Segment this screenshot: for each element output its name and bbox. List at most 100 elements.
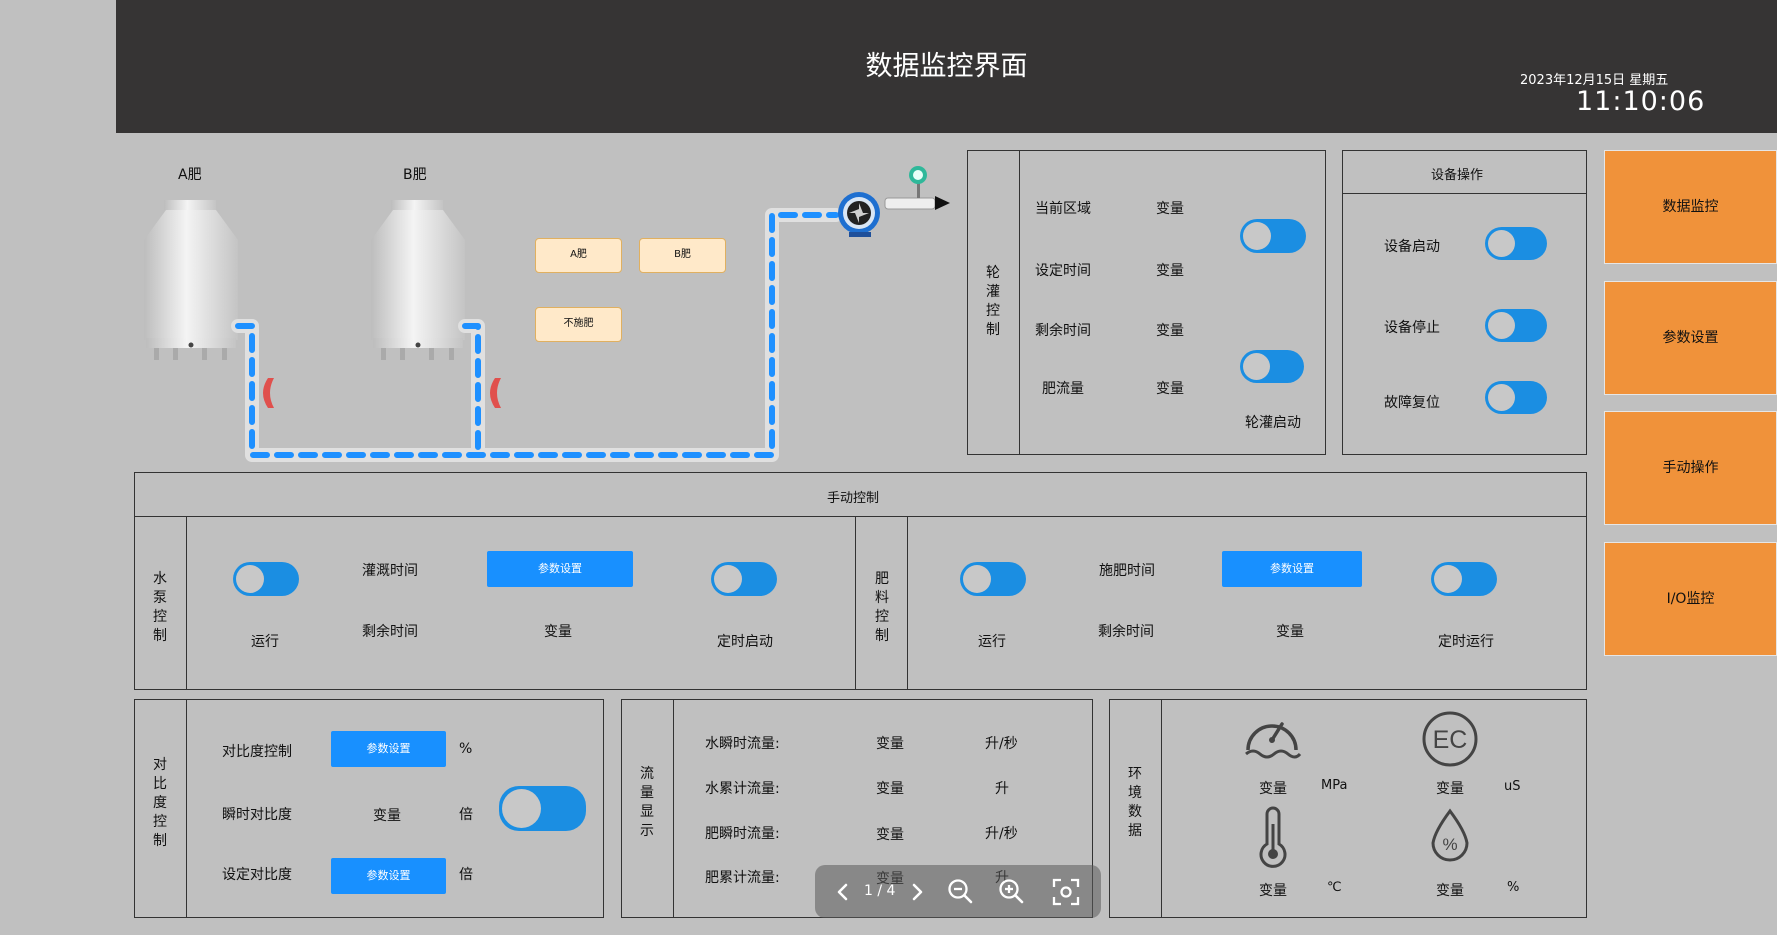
instant-contrast-label: 瞬时对比度 [222,807,292,823]
set-contrast-unit: 倍 [459,867,473,883]
pump-side-label: 水泵控制 [153,571,167,644]
device-stop-toggle[interactable] [1485,309,1547,342]
zoom-in-icon[interactable] [997,877,1027,907]
irrigation-row-label: 当前区域 [1035,201,1091,217]
valve-b-icon [490,378,501,408]
fault-reset-label: 故障复位 [1384,395,1440,411]
fert-remaining-label: 剩余时间 [1098,624,1154,640]
fert-run-toggle[interactable] [960,562,1026,596]
pump-icon [838,192,880,237]
pump-param-button[interactable]: 参数设置 [487,551,633,587]
device-panel-title: 设备操作 [1431,168,1484,183]
pump-remaining-label: 剩余时间 [362,624,418,640]
irrigation-start-toggle[interactable] [1240,350,1304,383]
set-contrast-button[interactable]: 参数设置 [331,858,446,894]
nav-param-settings[interactable]: 参数设置 [1604,281,1777,395]
fault-reset-toggle[interactable] [1485,381,1547,414]
tag-a-fert[interactable]: A肥 [535,238,622,273]
time-display: 11:10:06 [1576,86,1706,117]
pressure-unit: MPa [1321,778,1348,793]
irrigation-row-value: 变量 [1156,263,1184,279]
fert-param-button[interactable]: 参数设置 [1222,551,1362,587]
ec-icon-text: EC [1433,726,1468,754]
fit-screen-icon[interactable] [1051,877,1081,907]
device-start-label: 设备启动 [1384,239,1440,255]
manual-control-panel [134,472,1587,690]
zoom-out-icon[interactable] [946,877,976,907]
instant-contrast-unit: 倍 [459,807,473,823]
flow-row-value: 变量 [876,827,904,843]
nav-manual-operation[interactable]: 手动操作 [1604,411,1777,525]
page-title: 数据监控界面 [865,51,1028,82]
tank-b-label: B肥 [403,167,427,183]
contrast-param-button[interactable]: 参数设置 [331,731,446,767]
pump-remaining-value: 变量 [544,624,572,640]
flow-row-label: 肥瞬时流量: [705,826,780,842]
irrigation-start-label: 轮灌启动 [1245,415,1301,431]
irrigation-row-value: 变量 [1156,381,1184,397]
pump-timer-toggle[interactable] [711,562,777,596]
flow-row-label: 水累计流量: [705,781,780,797]
humidity-drop-icon: % [1431,808,1469,862]
device-start-toggle[interactable] [1485,227,1547,260]
fert-remaining-value: 变量 [1276,624,1304,640]
ec-unit: uS [1504,779,1521,794]
humidity-value: 变量 [1436,883,1464,899]
irrigation-row-value: 变量 [1156,323,1184,339]
humidity-unit: % [1507,880,1520,895]
date-display: 2023年12月15日 星期五 [1520,73,1669,88]
tag-no-fert[interactable]: 不施肥 [535,307,622,342]
ec-sensor-icon: EC [1422,711,1478,767]
tag-b-fert[interactable]: B肥 [639,238,726,273]
humidity-icon-text: % [1442,835,1457,854]
device-stop-label: 设备停止 [1384,320,1440,336]
ec-value: 变量 [1436,781,1464,797]
viewer-page-indicator: 1 / 4 [864,883,896,899]
pump-timer-label: 定时启动 [717,634,773,650]
fert-side-label: 肥料控制 [875,571,889,644]
pump-time-label: 灌溉时间 [362,563,418,579]
header-bar [116,0,1777,133]
valve-a-icon [263,378,274,408]
prev-page-icon[interactable] [833,881,853,903]
nav-data-monitor[interactable]: 数据监控 [1604,150,1777,264]
set-contrast-label: 设定对比度 [222,867,292,883]
nav-io-monitor[interactable]: I/O监控 [1604,542,1777,656]
flow-row-value: 变量 [876,736,904,752]
env-side-label: 环境数据 [1128,766,1142,839]
fert-timer-toggle[interactable] [1431,562,1497,596]
flow-row-value: 变量 [876,781,904,797]
contrast-side-label: 对比度控制 [153,757,167,849]
irrigation-toggle[interactable] [1240,219,1306,253]
irrigation-row-label: 设定时间 [1035,263,1091,279]
irrigation-side-label: 轮灌控制 [986,265,1000,338]
contrast-unit: % [459,741,473,757]
flow-row-unit: 升/秒 [985,736,1018,752]
contrast-panel [134,699,604,918]
fert-time-label: 施肥时间 [1099,563,1155,579]
fert-run-label: 运行 [978,634,1006,650]
tank-a-label: A肥 [178,167,202,183]
flow-row-label: 水瞬时流量: [705,736,780,752]
pump-run-toggle[interactable] [233,562,299,596]
manual-control-title: 手动控制 [827,491,880,506]
pressure-value: 变量 [1259,781,1287,797]
irrigation-row-value: 变量 [1156,201,1184,217]
flow-row-unit: 升/秒 [985,826,1018,842]
pressure-gauge-icon [1245,722,1302,759]
contrast-control-label: 对比度控制 [222,744,292,760]
flow-row-unit: 升 [995,781,1009,797]
temperature-value: 变量 [1259,883,1287,899]
thermometer-icon [1259,806,1287,868]
device-panel [1342,150,1587,455]
flow-row-label: 肥累计流量: [705,870,780,886]
process-diagram [144,166,950,462]
fert-timer-label: 定时运行 [1438,634,1494,650]
instant-contrast-value: 变量 [373,808,401,824]
irrigation-row-label: 肥流量 [1042,381,1084,397]
tank-b-icon [371,200,465,360]
next-page-icon[interactable] [907,881,927,903]
tank-a-icon [144,200,238,360]
contrast-toggle[interactable] [499,786,586,831]
irrigation-panel [967,150,1326,455]
